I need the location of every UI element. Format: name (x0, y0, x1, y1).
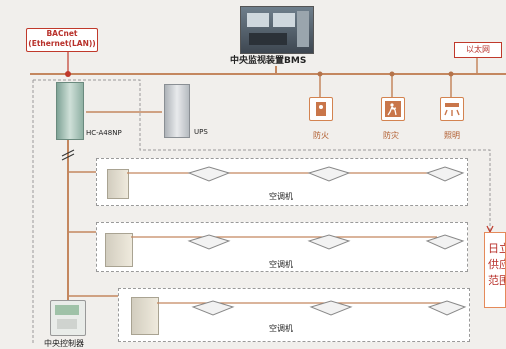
controller-device (50, 300, 86, 336)
ac-group-panel-3: 空调机 (118, 288, 470, 342)
device-node-2 (389, 71, 395, 77)
cassette-unit (187, 166, 231, 182)
ac-group-panel-2: 空调机 (96, 222, 468, 272)
cassette-unit (307, 234, 351, 250)
ac-group-panel-1: 空调机 (96, 158, 468, 206)
break-mark-2 (61, 153, 75, 161)
outdoor-unit (107, 169, 129, 199)
cassette-unit (425, 166, 465, 182)
cassette-unit (187, 234, 231, 250)
ac-group-label-3: 空调机 (269, 324, 293, 333)
outdoor-unit (105, 233, 133, 267)
ac-units-row (127, 166, 465, 182)
light-icon (440, 97, 464, 121)
device-label-lighting: 照明 (444, 131, 460, 140)
gateway-device (56, 82, 84, 140)
fire-alarm-icon (309, 97, 333, 121)
outdoor-unit (131, 297, 159, 335)
device-label-fire: 防火 (313, 131, 329, 140)
supply-range-line2: 供应 (488, 258, 505, 271)
supply-range-line3: 范围 (488, 274, 505, 287)
bacnet-node (65, 71, 71, 77)
supply-range-boundary (32, 79, 491, 345)
supply-range-line1: 日立 (488, 242, 505, 255)
ac-units-row (157, 300, 467, 316)
controller-label: 中央控制器 (44, 339, 84, 348)
gateway-model-label: HC-A48NP (86, 129, 122, 137)
supply-range-label: 日立 供应 范围 (484, 232, 506, 308)
bms-photo (240, 6, 314, 54)
break-mark-1 (61, 149, 75, 157)
device-node-1 (317, 71, 323, 77)
cassette-unit (309, 300, 353, 316)
ups-label: UPS (194, 128, 208, 136)
cassette-unit (191, 300, 235, 316)
device-node-3 (448, 71, 454, 77)
cassette-unit (427, 300, 467, 316)
ethernet-label: 以太网 (454, 42, 502, 58)
bacnet-label: BACnet (Ethernet(LAN)) (26, 28, 98, 52)
bacnet-line2: (Ethernet(LAN)) (28, 39, 96, 48)
cassette-unit (425, 234, 465, 250)
emergency-exit-icon (381, 97, 405, 121)
device-label-disaster: 防灾 (383, 131, 399, 140)
ac-units-row (131, 234, 465, 250)
bms-label: 中央监视装置BMS (230, 56, 307, 66)
ac-group-label-1: 空调机 (269, 192, 293, 201)
cassette-unit (307, 166, 351, 182)
ac-group-label-2: 空调机 (269, 260, 293, 269)
ups-device (164, 84, 190, 138)
bacnet-line1: BACnet (46, 29, 78, 38)
